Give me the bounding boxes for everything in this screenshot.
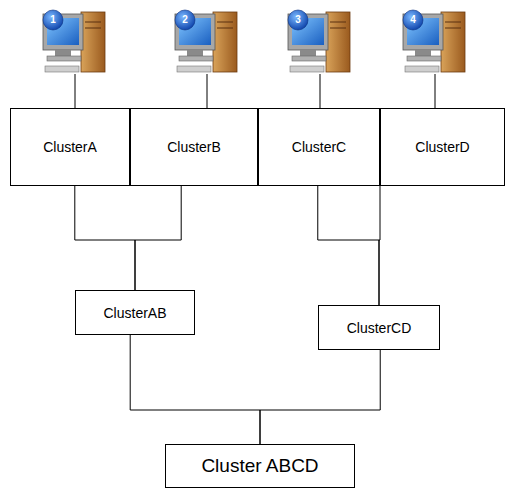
connector-line bbox=[260, 350, 380, 444]
callout-circle bbox=[175, 10, 195, 30]
network-line bbox=[207, 74, 208, 108]
connector-line bbox=[379, 186, 380, 305]
cluster-label: ClusterCD bbox=[341, 320, 418, 336]
callout-circle bbox=[43, 10, 63, 30]
cluster-label: ClusterAB bbox=[97, 305, 172, 321]
cluster-box: ClusterCD bbox=[318, 305, 440, 350]
cluster-label: ClusterD bbox=[409, 139, 475, 155]
callout-circle bbox=[288, 10, 308, 30]
callout-number: 3 bbox=[288, 10, 308, 30]
cluster-label: ClusterA bbox=[37, 139, 103, 155]
cluster-label: Cluster ABCD bbox=[195, 455, 324, 477]
connector-line bbox=[130, 335, 260, 444]
cluster-box: ClusterC bbox=[258, 108, 380, 186]
cluster-box: Cluster ABCD bbox=[165, 444, 355, 488]
connector-line bbox=[318, 186, 379, 305]
callout-number: 2 bbox=[175, 10, 195, 30]
cluster-box: ClusterD bbox=[380, 108, 505, 186]
callout-number: 4 bbox=[403, 10, 423, 30]
callout-number: 1 bbox=[43, 10, 63, 30]
cluster-label: ClusterC bbox=[286, 139, 352, 155]
cluster-box: ClusterAB bbox=[75, 290, 195, 335]
callout-circle bbox=[403, 10, 423, 30]
network-line bbox=[435, 74, 436, 108]
cluster-box: ClusterA bbox=[10, 108, 130, 186]
network-line bbox=[75, 74, 76, 108]
cluster-label: ClusterB bbox=[161, 139, 227, 155]
connector-line bbox=[75, 186, 135, 290]
connector-line bbox=[135, 186, 181, 290]
cluster-box: ClusterB bbox=[130, 108, 258, 186]
network-line bbox=[320, 74, 321, 108]
